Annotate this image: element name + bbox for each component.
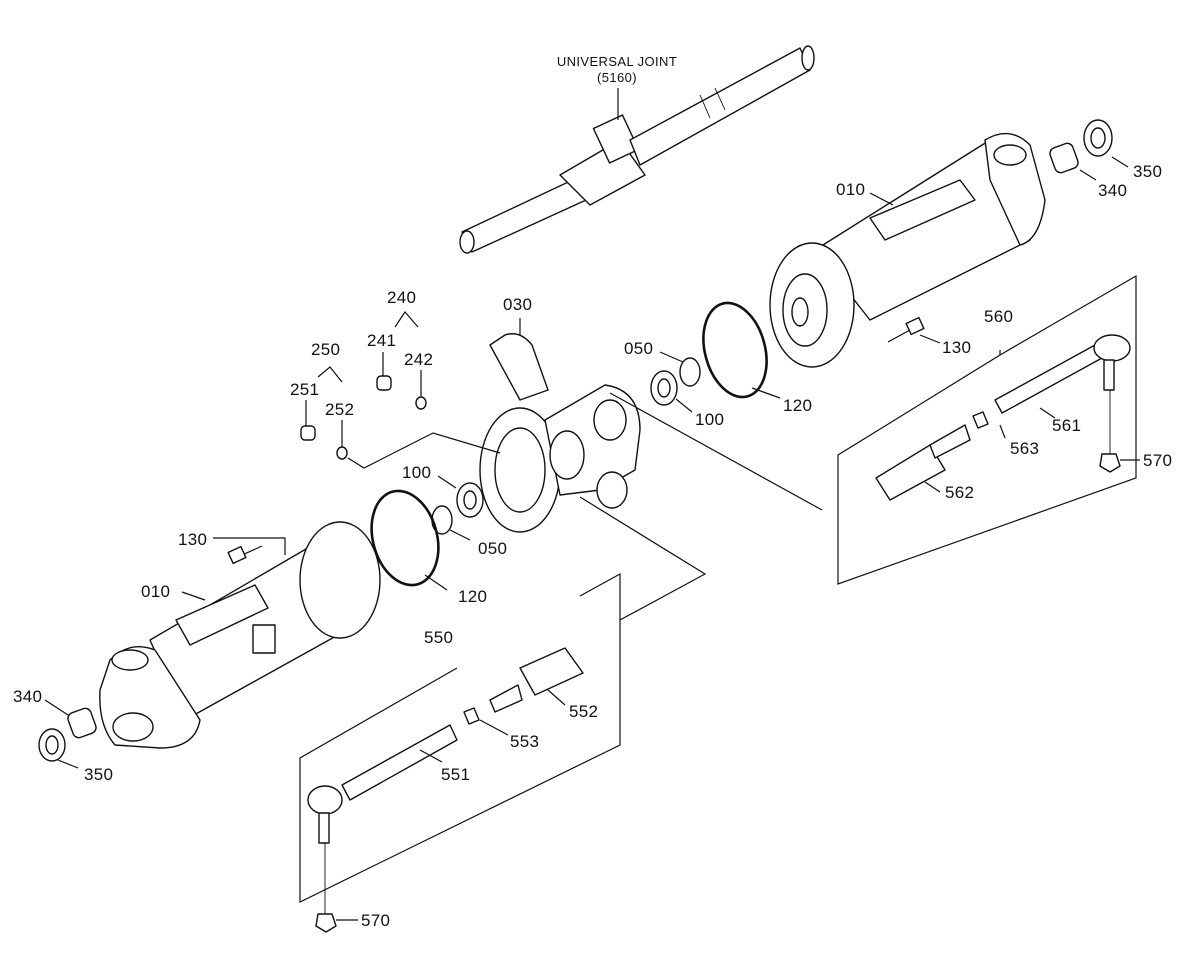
universal-joint-code: (5160) xyxy=(597,70,637,85)
nut-570-left xyxy=(315,913,337,933)
tie-rod-561 xyxy=(994,334,1131,414)
label-550: 550 xyxy=(424,628,453,647)
label-050-right: 050 xyxy=(624,339,653,358)
label-563: 563 xyxy=(1010,439,1039,458)
left-bushing-340 xyxy=(67,707,97,739)
label-250: 250 xyxy=(311,340,340,359)
o-ring-242 xyxy=(415,396,427,410)
nut-553 xyxy=(463,707,480,725)
right-bushing-350 xyxy=(1083,119,1113,157)
label-030: 030 xyxy=(503,295,532,314)
nut-570-right xyxy=(1099,453,1121,473)
left-bushing-350 xyxy=(38,728,66,762)
left-axle-housing xyxy=(99,521,381,749)
label-130-left: 130 xyxy=(178,530,207,549)
center-knuckle-030 xyxy=(479,333,641,533)
label-010-right: 010 xyxy=(836,180,865,199)
left-bolt-130 xyxy=(227,545,263,565)
label-120-right: 120 xyxy=(783,396,812,415)
label-050-left: 050 xyxy=(478,539,507,558)
label-340-right: 340 xyxy=(1098,181,1127,200)
plug-251 xyxy=(300,425,316,441)
label-130-right: 130 xyxy=(942,338,971,357)
leader-lines xyxy=(44,88,1140,921)
label-560: 560 xyxy=(984,307,1013,326)
label-242: 242 xyxy=(404,350,433,369)
universal-joint-title: UNIVERSAL JOINT xyxy=(557,54,677,69)
right-axle-housing xyxy=(769,132,1046,368)
left-o-ring-120 xyxy=(370,489,440,587)
label-240: 240 xyxy=(387,288,416,307)
label-100-left: 100 xyxy=(402,463,431,482)
tie-rod-551 xyxy=(307,724,458,844)
label-561: 561 xyxy=(1052,416,1081,435)
tie-rod-group-550-frame xyxy=(299,572,621,903)
label-350-left: 350 xyxy=(84,765,113,784)
label-553: 553 xyxy=(510,732,539,751)
right-bushing-340 xyxy=(1049,142,1079,174)
plug-241 xyxy=(376,375,392,391)
label-570-left: 570 xyxy=(361,911,390,930)
label-570-right: 570 xyxy=(1143,451,1172,470)
tie-rod-end-562 xyxy=(875,424,971,501)
right-bearing-100 xyxy=(650,370,678,406)
label-241: 241 xyxy=(367,331,396,350)
label-251: 251 xyxy=(290,380,319,399)
label-100-right: 100 xyxy=(695,410,724,429)
o-ring-252 xyxy=(336,446,348,460)
universal-joint-shaft xyxy=(459,45,815,254)
tie-rod-group-560-frame xyxy=(837,274,1137,585)
label-551: 551 xyxy=(441,765,470,784)
right-o-ring-120 xyxy=(702,301,768,399)
tie-rod-end-552 xyxy=(489,647,584,713)
nut-563 xyxy=(972,411,989,429)
label-010-left: 010 xyxy=(141,582,170,601)
label-350-right: 350 xyxy=(1133,162,1162,181)
label-120-left: 120 xyxy=(458,587,487,606)
label-252: 252 xyxy=(325,400,354,419)
left-bearing-100 xyxy=(456,482,484,518)
right-bolt-130 xyxy=(887,316,925,343)
label-562: 562 xyxy=(945,483,974,502)
label-340-left: 340 xyxy=(13,687,42,706)
label-552: 552 xyxy=(569,702,598,721)
right-seal-050 xyxy=(679,357,701,387)
